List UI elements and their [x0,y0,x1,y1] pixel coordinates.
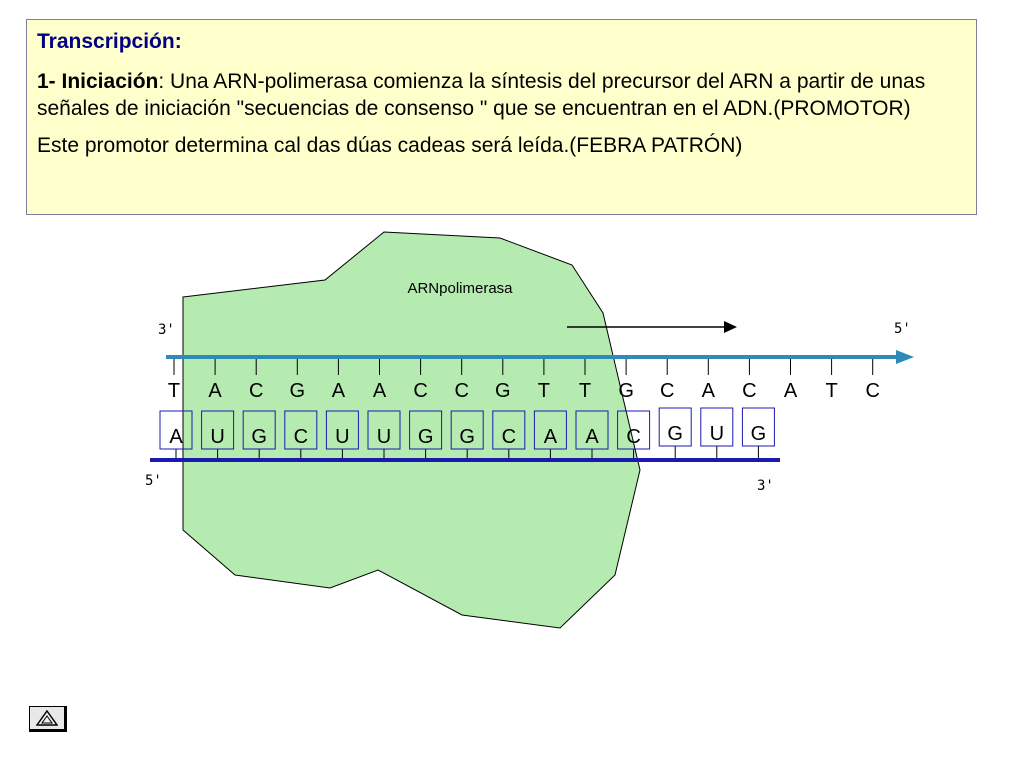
dna-base: A [373,380,387,402]
rna-base: G [667,423,683,445]
rna-end-right: 3' [757,478,774,494]
rna-polymerase-shape [182,231,641,629]
navigation-button[interactable] [29,706,67,732]
rna-base-box [658,407,692,447]
dna-end-left: 3' [158,322,175,338]
rna-base-box [450,410,484,450]
rna-base: C [294,426,308,448]
rna-end-left: 5' [145,473,162,489]
initiation-label: 1- Iniciación [37,70,159,93]
rna-base-box [741,407,775,447]
rna-base: U [335,426,349,448]
dna-base: A [208,380,222,402]
text-box: Transcripción: 1- Iniciación: Una ARN-po… [26,19,977,215]
dna-base: G [290,380,306,402]
rna-base: C [626,426,640,448]
dna-end-right: 5' [894,321,911,337]
rna-base: A [544,426,558,448]
rna-base: U [210,426,224,448]
rna-base-box [159,410,193,450]
rna-base: A [585,426,599,448]
rna-base-box [700,407,734,447]
dna-base: T [168,380,180,402]
rna-base: U [377,426,391,448]
dna-base: C [249,380,263,402]
dna-base: G [495,380,511,402]
dna-base: C [660,380,674,402]
dna-strand-arrowhead [896,350,914,364]
dna-base: C [454,380,468,402]
dna-base: T [538,380,550,402]
up-triangle-icon [36,710,58,726]
dna-base: A [332,380,346,402]
paragraph-initiation: 1- Iniciación: Una ARN-polimerasa comien… [37,69,966,122]
dna-base: A [702,380,716,402]
rna-base-box [492,410,526,450]
rna-base: U [710,423,724,445]
rna-base: G [418,426,434,448]
rna-base-box [242,410,276,450]
enzyme-label: ARNpolimerasa [407,280,513,297]
rna-base: G [251,426,267,448]
dna-base: A [784,380,798,402]
paragraph-promoter: Este promotor determina cal das dúas cad… [37,134,743,157]
rna-base-box [409,410,443,450]
slide-title: Transcripción: [37,30,182,53]
rna-base: C [502,426,516,448]
rna-base: A [169,426,183,448]
rna-base: G [751,423,767,445]
rna-base-box [367,410,401,450]
initiation-text: : Una ARN-polimerasa comienza la síntesi… [37,70,926,120]
dna-base: C [865,380,879,402]
rna-base-box [284,410,318,450]
dna-base: T [825,380,837,402]
direction-arrow-head [724,321,737,333]
rna-base-box [575,410,609,450]
rna-base-box [201,410,235,450]
rna-base-box [325,410,359,450]
rna-base-box [617,410,651,450]
rna-base-box [533,410,567,450]
dna-base: T [579,380,591,402]
dna-base: C [413,380,427,402]
dna-base: C [742,380,756,402]
rna-base: G [459,426,475,448]
dna-base: G [618,380,634,402]
